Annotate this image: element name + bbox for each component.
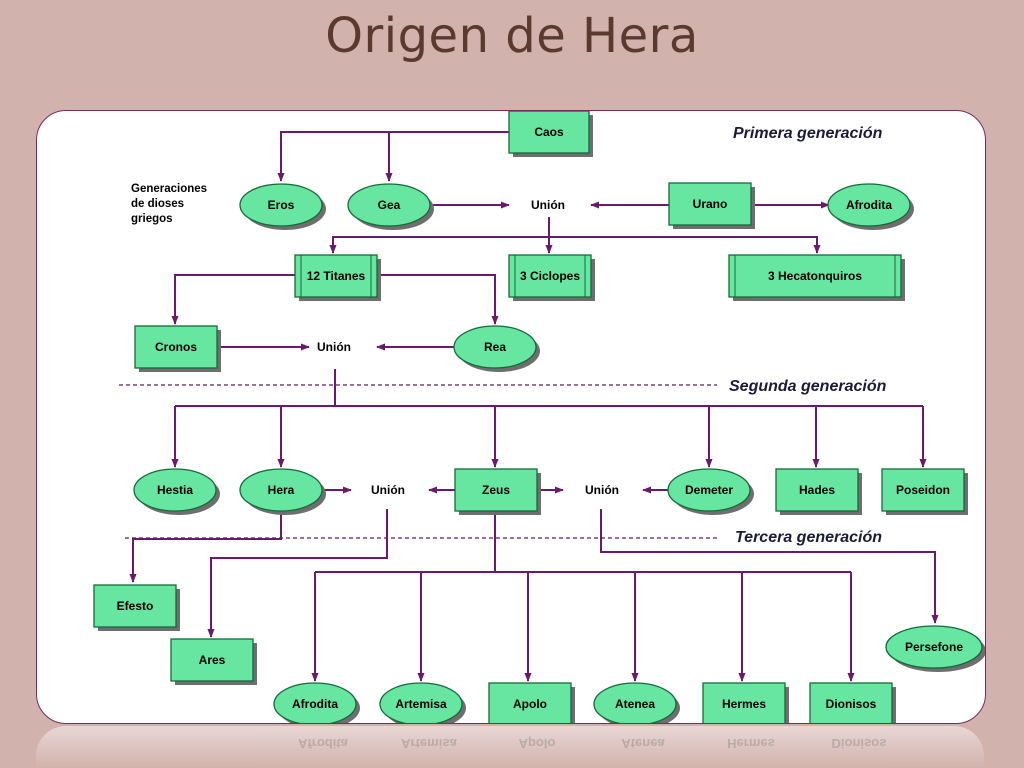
generation-separators	[119, 384, 717, 539]
node-rea: Rea	[453, 325, 540, 372]
node-hera: Hera	[239, 468, 326, 515]
node-eros: Eros	[239, 183, 326, 230]
svg-text:Rea: Rea	[484, 340, 506, 354]
node-persefone: Persefone	[885, 625, 985, 672]
panel-reflection: Afrodita Artemisa Apolo Atenea Hermes Di…	[36, 726, 984, 768]
note-line-3: griegos	[131, 213, 173, 225]
generation-label-second: Segunda generación	[729, 378, 887, 395]
node-afrodita-third: Afrodita	[273, 682, 360, 723]
node-efesto: Efesto	[93, 584, 180, 631]
union-label: Unión	[585, 483, 619, 497]
svg-text:Ares: Ares	[199, 653, 226, 667]
reflection-apolo: Apolo	[518, 736, 556, 751]
node-hades: Hades	[775, 468, 862, 515]
svg-text:Demeter: Demeter	[685, 483, 733, 497]
node-apolo: Apolo	[488, 682, 575, 723]
svg-text:12 Titanes: 12 Titanes	[307, 269, 366, 283]
node-hestia: Hestia	[133, 468, 220, 515]
union-label: Unión	[371, 483, 405, 497]
node-poseidon: Poseidon	[881, 468, 968, 515]
node-zeus: Zeus	[454, 468, 541, 515]
node-artemisa: Artemisa	[379, 682, 466, 723]
svg-text:Caos: Caos	[534, 125, 564, 139]
svg-text:Cronos: Cronos	[155, 340, 197, 354]
note-line-2: de dioses	[131, 198, 184, 210]
svg-text:Eros: Eros	[268, 198, 295, 212]
node-caos: Caos	[508, 111, 593, 157]
union-label: Unión	[317, 340, 351, 354]
node-ares: Ares	[170, 638, 257, 685]
svg-text:Urano: Urano	[693, 197, 728, 211]
reflection-afrodita: Afrodita	[298, 736, 348, 751]
node-12-titanes: 12 Titanes	[294, 254, 381, 301]
node-3-ciclopes: 3 Ciclopes	[508, 254, 595, 301]
node-hermes: Hermes	[702, 682, 789, 723]
node-3-hecatonquiros: 3 Hecatonquiros	[728, 254, 905, 301]
node-dionisos: Dionisos	[809, 682, 896, 723]
reflection-dionisos: Dionisos	[831, 736, 887, 751]
svg-text:Afrodita: Afrodita	[846, 198, 892, 212]
node-atenea: Atenea	[593, 682, 680, 723]
svg-text:Hera: Hera	[268, 483, 295, 497]
node-cronos: Cronos	[134, 325, 221, 372]
diagram-panel: Primera generación Segunda generación Te…	[36, 110, 986, 724]
svg-text:Zeus: Zeus	[482, 483, 510, 497]
node-afrodita-first: Afrodita	[827, 183, 914, 230]
svg-text:Persefone: Persefone	[905, 640, 963, 654]
node-gea: Gea	[347, 183, 434, 230]
svg-text:Gea: Gea	[378, 198, 401, 212]
svg-text:Atenea: Atenea	[615, 697, 655, 711]
svg-text:Poseidon: Poseidon	[896, 483, 950, 497]
reflection-hermes: Hermes	[727, 736, 775, 751]
family-tree-diagram: Primera generación Segunda generación Te…	[93, 111, 985, 723]
svg-text:Afrodita: Afrodita	[292, 697, 338, 711]
note-line-1: Generaciones	[131, 183, 207, 195]
connector-lines	[129, 131, 939, 682]
svg-text:Hermes: Hermes	[722, 697, 766, 711]
svg-text:Artemisa: Artemisa	[395, 697, 447, 711]
svg-text:Apolo: Apolo	[513, 697, 547, 711]
node-urano: Urano	[668, 182, 755, 229]
reflection-artemisa: Artemisa	[401, 736, 457, 751]
svg-text:Efesto: Efesto	[117, 599, 154, 613]
reflection-atenea: Atenea	[621, 736, 665, 751]
generation-label-first: Primera generación	[733, 125, 883, 142]
union-label: Unión	[531, 198, 565, 212]
svg-text:3 Ciclopes: 3 Ciclopes	[520, 269, 580, 283]
node-demeter: Demeter	[667, 468, 754, 515]
diagram-note: Generaciones de dioses griegos	[131, 183, 207, 225]
svg-text:Dionisos: Dionisos	[826, 697, 877, 711]
svg-text:Hestia: Hestia	[157, 483, 193, 497]
svg-text:3 Hecatonquiros: 3 Hecatonquiros	[768, 269, 862, 283]
slide-title: Origen de Hera	[325, 8, 699, 64]
svg-text:Hades: Hades	[799, 483, 835, 497]
generation-label-third: Tercera generación	[735, 529, 882, 546]
